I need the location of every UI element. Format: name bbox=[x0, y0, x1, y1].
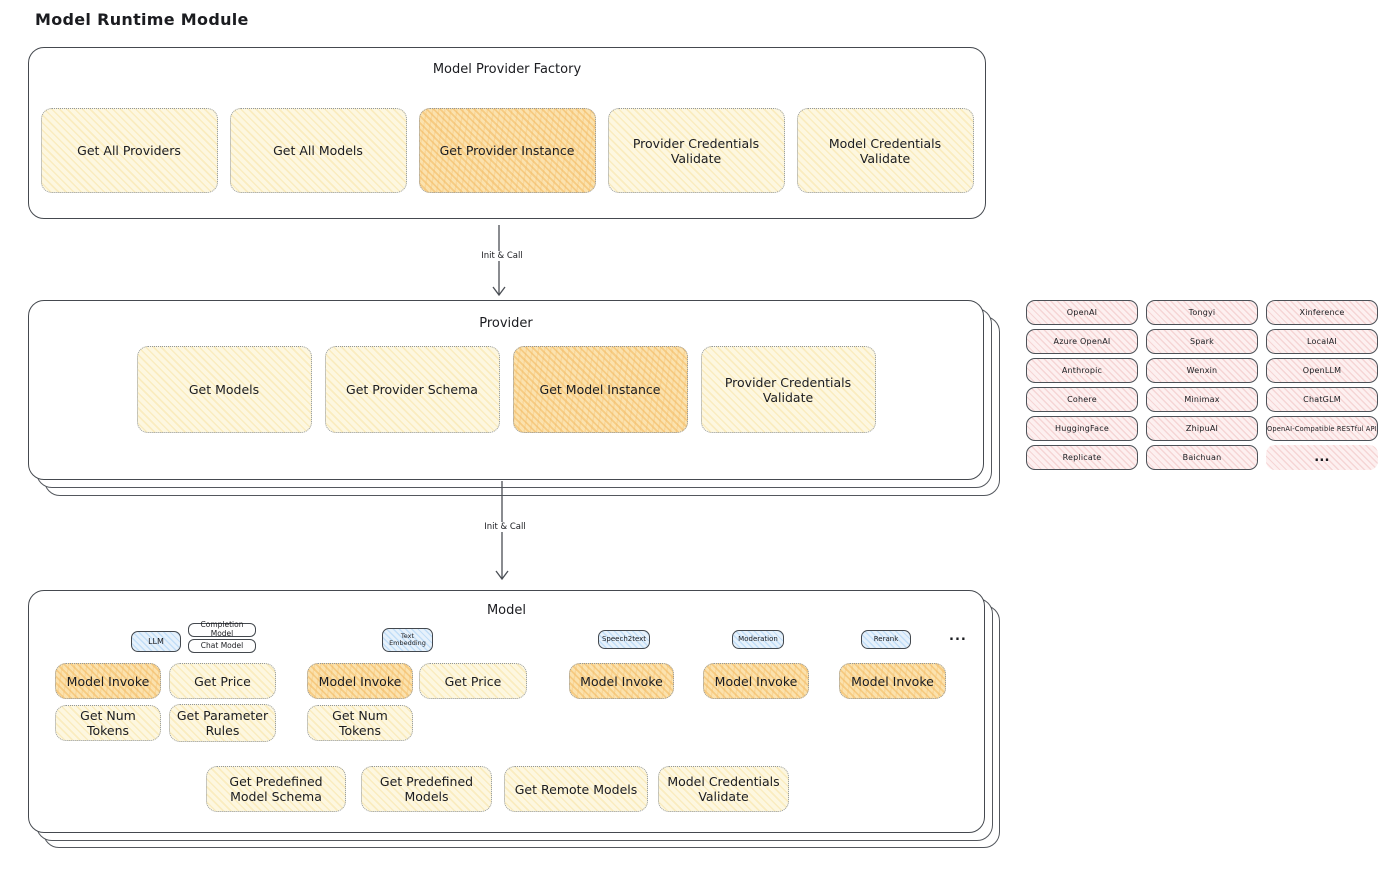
node-speech2text-model-invoke[interactable]: Model Invoke bbox=[569, 663, 674, 699]
provider-pill-anthropic[interactable]: Anthropic bbox=[1026, 358, 1138, 383]
arrow-label-init-call-2: Init & Call bbox=[471, 522, 539, 532]
provider-pill-huggingface[interactable]: HuggingFace bbox=[1026, 416, 1138, 441]
node-get-models[interactable]: Get Models bbox=[136, 346, 312, 433]
arrow-label-init-call-1: Init & Call bbox=[468, 251, 536, 261]
provider-pill-spark[interactable]: Spark bbox=[1146, 329, 1258, 354]
provider-pill-openai[interactable]: OpenAI bbox=[1026, 300, 1138, 325]
node-embedding-model-invoke[interactable]: Model Invoke bbox=[307, 663, 413, 699]
node-model-credentials-validate[interactable]: Model Credentials Validate bbox=[796, 108, 974, 193]
badge-completion-model[interactable]: Completion Model bbox=[188, 621, 256, 638]
badge-moderation[interactable]: Moderation bbox=[732, 630, 784, 649]
provider-pill-zhipuai[interactable]: ZhipuAI bbox=[1146, 416, 1258, 441]
model-title: Model bbox=[486, 603, 527, 618]
factory-title: Model Provider Factory bbox=[432, 62, 582, 77]
provider-pill-tongyi[interactable]: Tongyi bbox=[1146, 300, 1258, 325]
node-provider-credentials-validate-2[interactable]: Provider Credentials Validate bbox=[700, 346, 876, 433]
provider-box[interactable]: Provider Get Models Get Provider Schema … bbox=[28, 300, 984, 480]
provider-pill-azure-openai[interactable]: Azure OpenAI bbox=[1026, 329, 1138, 354]
node-embedding-get-num-tokens[interactable]: Get Num Tokens bbox=[307, 705, 413, 741]
provider-pill-openllm[interactable]: OpenLLM bbox=[1266, 358, 1378, 383]
provider-name-grid: OpenAI Azure OpenAI Anthropic Cohere Hug… bbox=[1026, 300, 1378, 470]
node-get-predefined-model-schema[interactable]: Get Predefined Model Schema bbox=[206, 766, 346, 812]
badge-speech2text[interactable]: Speech2text bbox=[598, 630, 650, 649]
node-get-all-providers[interactable]: Get All Providers bbox=[40, 108, 218, 193]
factory-box[interactable]: Model Provider Factory Get All Providers… bbox=[28, 47, 986, 219]
node-get-provider-schema[interactable]: Get Provider Schema bbox=[324, 346, 500, 433]
node-embedding-get-price[interactable]: Get Price bbox=[419, 663, 527, 699]
node-model-credentials-validate-2[interactable]: Model Credentials Validate bbox=[658, 766, 789, 812]
model-box[interactable]: Model LLM Completion Model Chat Model Te… bbox=[28, 590, 985, 833]
badge-llm[interactable]: LLM bbox=[131, 631, 181, 652]
provider-pill-openai-compatible[interactable]: OpenAI-Compatible RESTful API bbox=[1266, 416, 1378, 441]
badge-text-embedding[interactable]: Text Embedding bbox=[382, 628, 433, 652]
node-get-all-models[interactable]: Get All Models bbox=[229, 108, 407, 193]
page-title: Model Runtime Module bbox=[35, 10, 249, 29]
provider-button-row: Get Models Get Provider Schema Get Model… bbox=[29, 346, 983, 433]
provider-pill-baichuan[interactable]: Baichuan bbox=[1146, 445, 1258, 470]
provider-pill-minimax[interactable]: Minimax bbox=[1146, 387, 1258, 412]
node-provider-credentials-validate[interactable]: Provider Credentials Validate bbox=[607, 108, 785, 193]
provider-title: Provider bbox=[479, 316, 533, 331]
provider-grid-more-dots: ... bbox=[1266, 445, 1378, 470]
node-llm-get-num-tokens[interactable]: Get Num Tokens bbox=[55, 705, 161, 741]
provider-pill-localai[interactable]: LocalAI bbox=[1266, 329, 1378, 354]
node-rerank-model-invoke[interactable]: Model Invoke bbox=[839, 663, 946, 699]
badge-chat-model[interactable]: Chat Model bbox=[188, 639, 256, 653]
node-get-remote-models[interactable]: Get Remote Models bbox=[504, 766, 648, 812]
node-llm-get-price[interactable]: Get Price bbox=[169, 663, 276, 699]
arrow-factory-to-provider bbox=[492, 225, 506, 297]
node-moderation-model-invoke[interactable]: Model Invoke bbox=[703, 663, 809, 699]
badge-rerank[interactable]: Rerank bbox=[861, 630, 911, 649]
model-types-more-dots: ... bbox=[949, 629, 967, 644]
provider-pill-cohere[interactable]: Cohere bbox=[1026, 387, 1138, 412]
node-llm-model-invoke[interactable]: Model Invoke bbox=[55, 663, 161, 699]
provider-pill-replicate[interactable]: Replicate bbox=[1026, 445, 1138, 470]
factory-button-row: Get All Providers Get All Models Get Pro… bbox=[29, 108, 985, 193]
node-get-model-instance[interactable]: Get Model Instance bbox=[512, 346, 688, 433]
node-llm-get-parameter-rules[interactable]: Get Parameter Rules bbox=[169, 704, 276, 742]
provider-pill-xinference[interactable]: Xinference bbox=[1266, 300, 1378, 325]
node-get-predefined-models[interactable]: Get Predefined Models bbox=[361, 766, 492, 812]
provider-pill-wenxin[interactable]: Wenxin bbox=[1146, 358, 1258, 383]
provider-pill-chatglm[interactable]: ChatGLM bbox=[1266, 387, 1378, 412]
node-get-provider-instance[interactable]: Get Provider Instance bbox=[418, 108, 596, 193]
